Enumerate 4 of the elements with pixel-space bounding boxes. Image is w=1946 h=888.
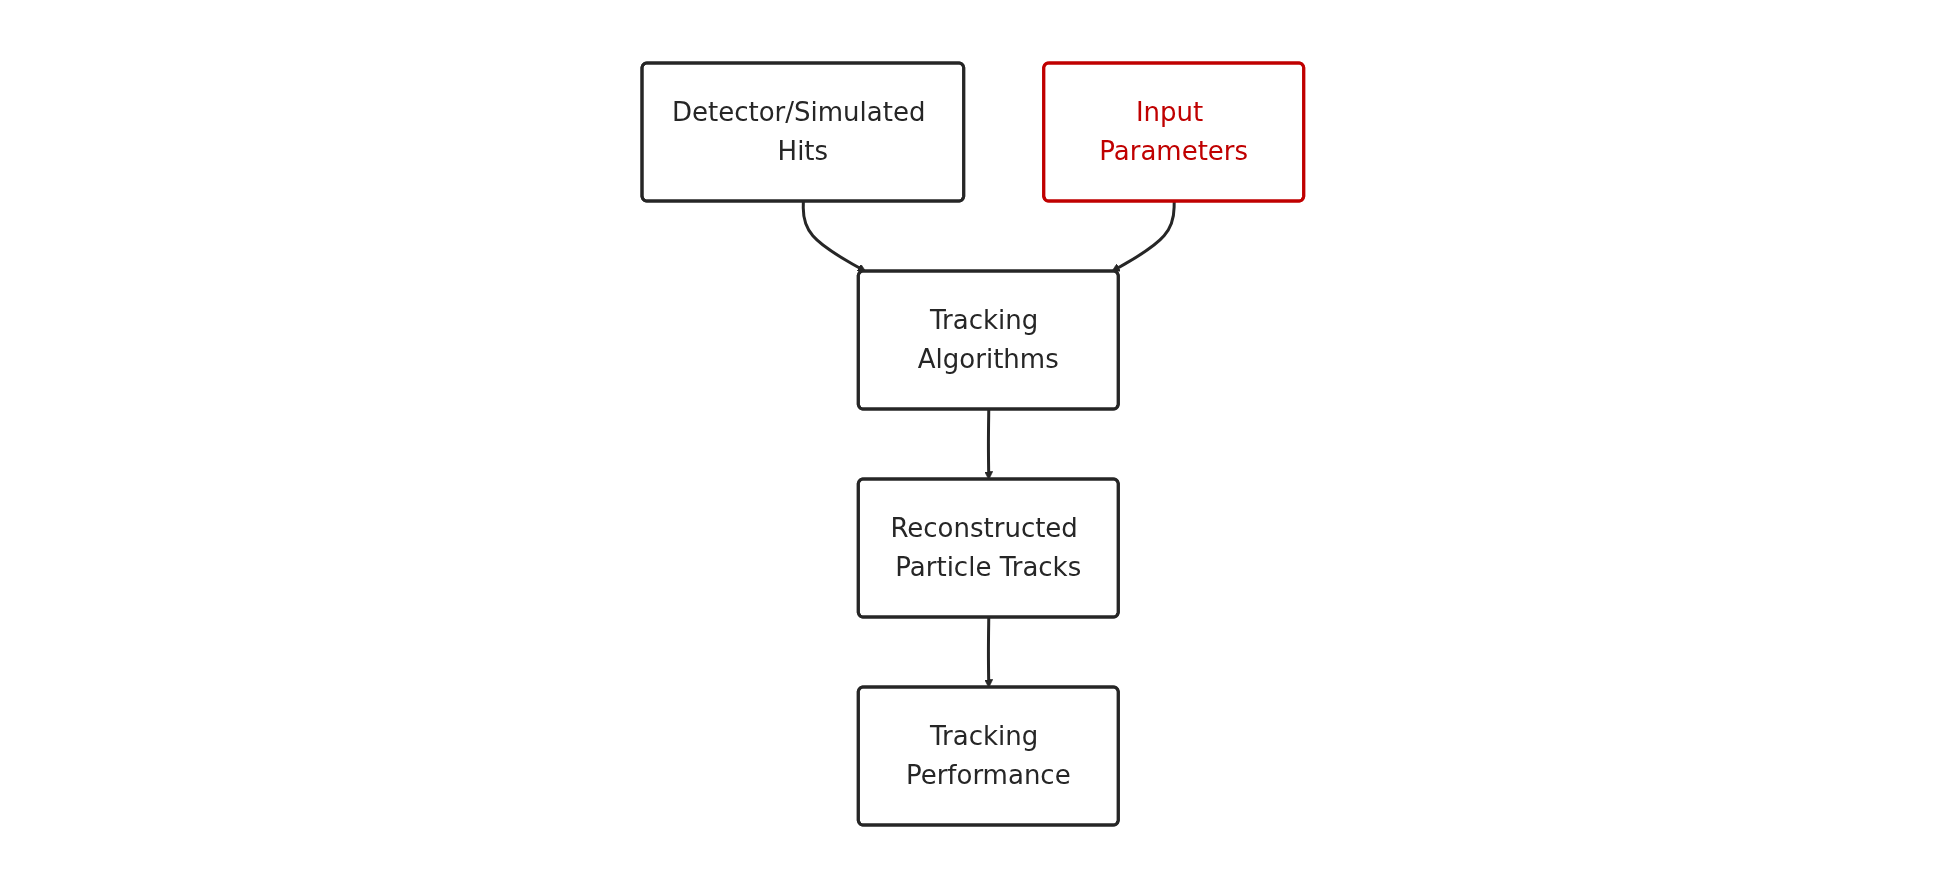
arrow [984, 617, 994, 688]
arrow [801, 201, 867, 272]
arrow [1111, 201, 1176, 272]
arrow [984, 409, 994, 480]
